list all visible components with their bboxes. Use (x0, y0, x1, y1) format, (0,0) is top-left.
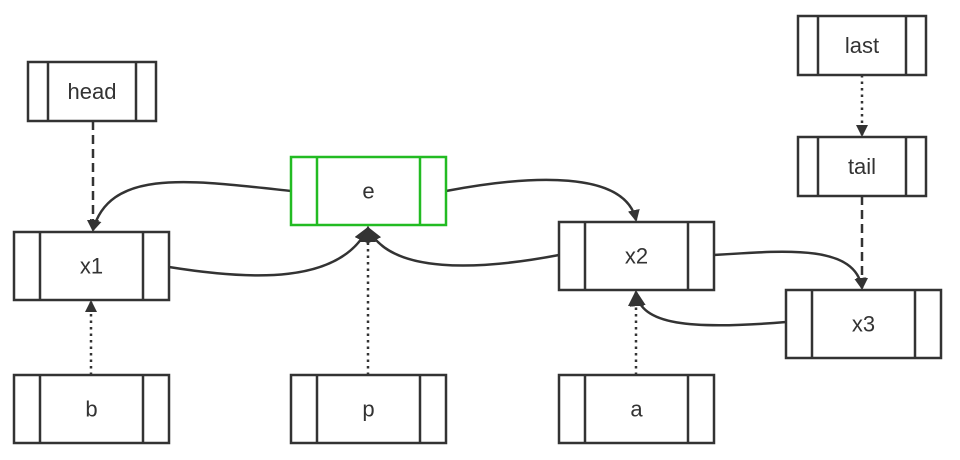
node-label-x1: x1 (80, 254, 103, 279)
edge-e-to-x1 (89, 180, 292, 232)
edge-x1-to-e (168, 226, 370, 277)
node-box (796, 14, 928, 77)
node-label-e: e (362, 179, 374, 204)
edge-x3-to-x2 (629, 290, 787, 327)
edge-x2-to-e (366, 226, 560, 267)
node-last: last (796, 14, 928, 77)
node-box (796, 135, 928, 198)
node-x2: x2 (557, 220, 716, 292)
node-head: head (26, 60, 158, 123)
node-label-tail: tail (848, 154, 876, 179)
node-p: p (289, 373, 448, 445)
node-label-x3: x3 (852, 312, 875, 337)
node-label-b: b (85, 397, 97, 422)
edge-x2-to-x3 (713, 250, 867, 290)
node-x1: x1 (12, 230, 171, 302)
node-tail: tail (796, 135, 928, 198)
nodes-layer: head last tail e x1 x2 x3 b p a (12, 14, 943, 445)
node-box (26, 60, 158, 123)
node-b: b (12, 373, 171, 445)
node-x3: x3 (784, 288, 943, 360)
node-label-head: head (68, 79, 117, 104)
node-label-p: p (362, 397, 374, 422)
node-label-a: a (630, 397, 643, 422)
node-a: a (557, 373, 716, 445)
node-e: e (289, 155, 448, 227)
node-label-x2: x2 (625, 244, 648, 269)
node-label-last: last (845, 33, 879, 58)
edge-e-to-x2 (445, 178, 640, 222)
edges-layer (85, 75, 868, 375)
